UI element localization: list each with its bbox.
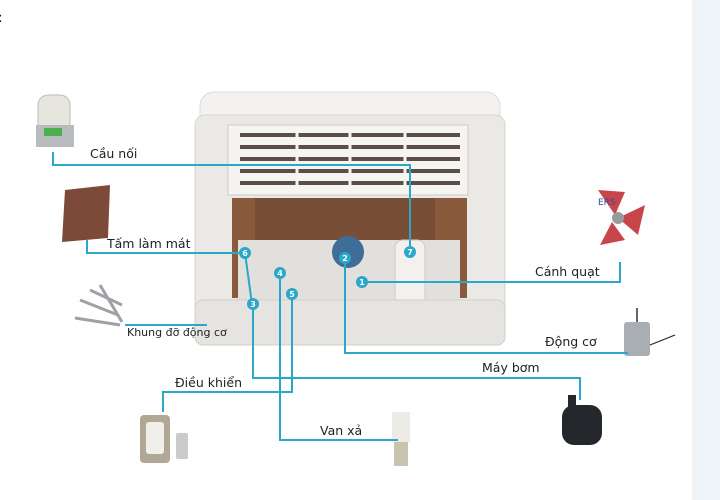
markers: 7 6 1 2 3 5 4 <box>239 246 416 310</box>
side-panel <box>692 0 720 500</box>
label-float-valve: Cầu nối <box>90 146 138 161</box>
cooling-pad-icon <box>62 185 110 242</box>
label-drain-valve: Van xả <box>320 423 363 438</box>
label-cooling-pad: Tấm làm mát <box>107 236 191 251</box>
label-motor: Động cơ <box>545 334 597 349</box>
label-motor-bracket: Khung đỡ động cơ <box>127 326 227 339</box>
marker-1: 1 <box>356 276 368 288</box>
svg-text:3: 3 <box>250 300 256 309</box>
svg-text:7: 7 <box>407 248 413 257</box>
pump-icon <box>562 395 602 445</box>
label-fan-blade: Cánh quạt <box>535 264 600 279</box>
svg-text:2: 2 <box>342 254 348 263</box>
svg-text:1: 1 <box>359 278 365 287</box>
fan-logo-text: ERS <box>598 198 616 208</box>
motor-bracket-icon <box>74 284 124 327</box>
diagram: ERS 7 6 1 2 3 5 4 <box>36 91 676 466</box>
svg-text:6: 6 <box>242 249 248 258</box>
motor-icon <box>624 308 676 356</box>
controller-icon <box>140 415 188 463</box>
marker-2: 2 <box>339 252 351 264</box>
label-controller: Điều khiển <box>175 375 242 390</box>
float-valve-icon <box>36 94 74 147</box>
air-cooler <box>194 91 506 346</box>
fan-blade-icon: ERS <box>598 190 645 245</box>
label-pump: Máy bơm <box>482 360 540 375</box>
svg-text:5: 5 <box>289 290 295 299</box>
marker-4: 4 <box>274 267 286 279</box>
svg-text:4: 4 <box>277 269 283 278</box>
marker-7: 7 <box>404 246 416 258</box>
marker-5: 5 <box>286 288 298 300</box>
header-mark: : <box>0 10 3 26</box>
connector-lines <box>52 152 628 441</box>
marker-3: 3 <box>247 298 259 310</box>
marker-6: 6 <box>239 247 251 259</box>
drain-valve-icon <box>392 412 410 466</box>
